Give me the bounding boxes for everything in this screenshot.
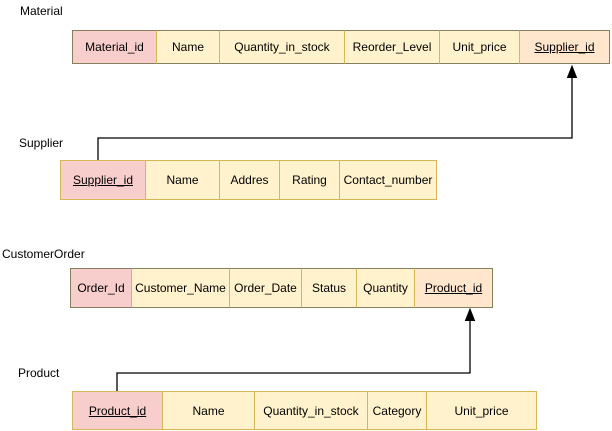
supplier-col-supplier-id-pk: Supplier_id — [60, 160, 146, 200]
product-col-quantity-in-stock: Quantity_in_stock — [255, 391, 368, 430]
material-table: Material_id Name Quantity_in_stock Reord… — [72, 30, 610, 64]
arrowhead-up-product-id — [464, 307, 476, 321]
fk-arrow-product-to-customerorder — [116, 307, 476, 391]
customerorder-table-label: CustomerOrder — [2, 247, 85, 261]
product-col-product-id-pk: Product_id — [72, 391, 163, 430]
arrowhead-up-supplier-id — [566, 64, 578, 78]
material-col-supplier-id-fk: Supplier_id — [520, 30, 610, 64]
customerorder-col-customer-name: Customer_Name — [132, 268, 230, 308]
material-col-unit-price: Unit_price — [440, 30, 520, 64]
material-col-material-id: Material_id — [72, 30, 157, 64]
product-col-category: Category — [368, 391, 427, 430]
material-col-name: Name — [157, 30, 220, 64]
customerorder-col-status: Status — [302, 268, 357, 308]
material-col-reorder-level: Reorder_Level — [345, 30, 440, 64]
supplier-table: Supplier_id Name Addres Rating Contact_n… — [60, 160, 437, 200]
supplier-col-contact-number: Contact_number — [340, 160, 437, 200]
supplier-col-name: Name — [146, 160, 220, 200]
customerorder-table: Order_Id Customer_Name Order_Date Status… — [70, 268, 493, 308]
customerorder-col-order-id: Order_Id — [70, 268, 132, 308]
customerorder-col-order-date: Order_Date — [230, 268, 302, 308]
product-table: Product_id Name Quantity_in_stock Catego… — [72, 391, 537, 430]
supplier-table-label: Supplier — [19, 136, 64, 150]
customerorder-col-product-id-fk: Product_id — [415, 268, 493, 308]
fk-arrow-supplier-to-material — [97, 64, 578, 160]
material-col-quantity-in-stock: Quantity_in_stock — [220, 30, 345, 64]
material-table-label: Material — [20, 4, 63, 18]
product-table-label: Product — [18, 366, 60, 380]
supplier-col-addres: Addres — [220, 160, 280, 200]
supplier-col-rating: Rating — [280, 160, 340, 200]
product-col-unit-price: Unit_price — [427, 391, 537, 430]
customerorder-col-quantity: Quantity — [357, 268, 415, 308]
product-col-name: Name — [163, 391, 255, 430]
